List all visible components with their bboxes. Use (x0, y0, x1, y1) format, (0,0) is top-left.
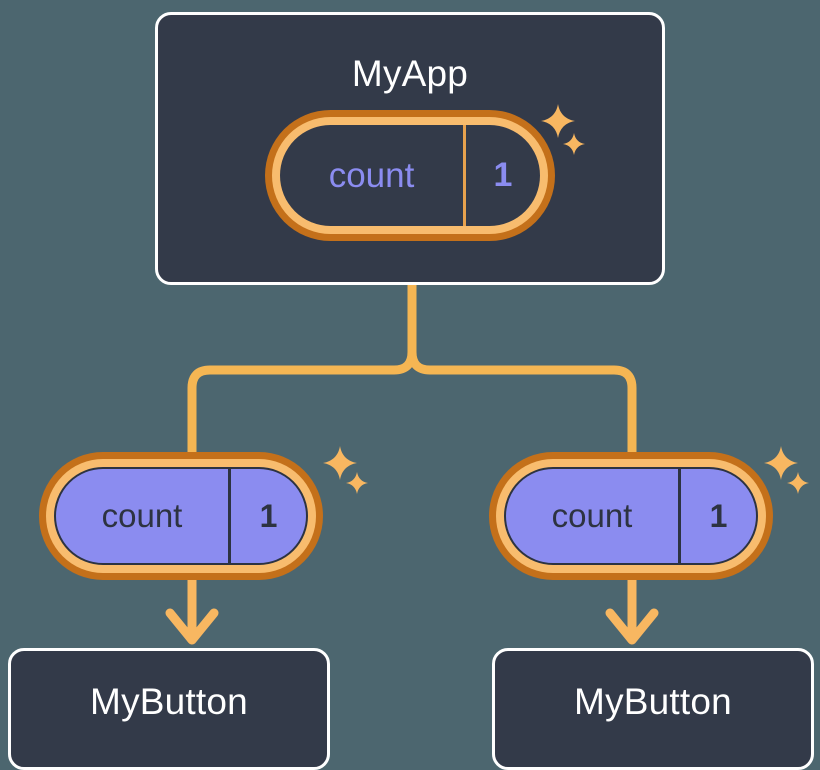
arrow-right-pill-to-button (605, 578, 659, 645)
state-pill-body: count 1 (280, 125, 540, 226)
state-pill-left[interactable]: count 1 (39, 452, 323, 580)
component-card-mybutton-right[interactable]: MyButton (492, 648, 814, 770)
state-name-left: count (56, 469, 231, 563)
sparkle-large-icon-right (764, 446, 798, 480)
state-value-right: 1 (709, 497, 728, 534)
state-pill-inner-ring: count 1 (46, 459, 316, 573)
state-pill-myapp[interactable]: count 1 (265, 110, 555, 241)
state-pill-body: count 1 (54, 467, 308, 565)
state-name-myapp: count (280, 125, 466, 226)
connector-root-to-right (407, 280, 637, 457)
sparkle-small-icon-left (346, 472, 368, 494)
state-pill-inner-ring: count 1 (272, 117, 548, 234)
state-value-left: 1 (259, 497, 278, 534)
sparkle-large-icon-left (323, 446, 357, 480)
component-card-mybutton-left[interactable]: MyButton (8, 648, 330, 770)
state-pill-right[interactable]: count 1 (489, 452, 773, 580)
state-value-myapp: 1 (493, 156, 513, 194)
component-title-mybutton-left: MyButton (90, 681, 248, 722)
state-name-right: count (506, 469, 681, 563)
state-pill-body: count 1 (504, 467, 758, 565)
connector-root-to-left (187, 280, 417, 457)
state-pill-inner-ring: count 1 (496, 459, 766, 573)
component-title-myapp: MyApp (351, 53, 469, 94)
sparkle-small-icon-right (787, 472, 809, 494)
component-title-mybutton-right: MyButton (574, 681, 732, 722)
arrow-left-pill-to-button (165, 578, 219, 645)
